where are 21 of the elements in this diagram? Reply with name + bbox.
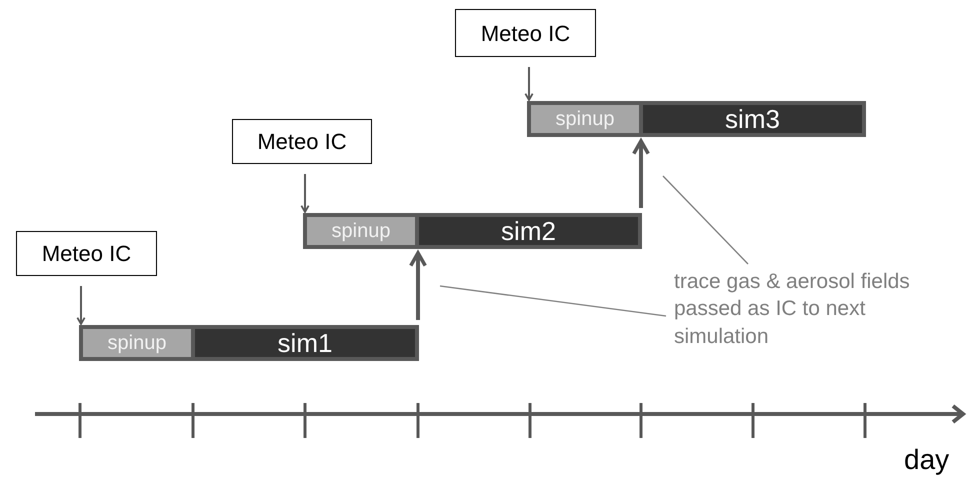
spinup-segment: spinup — [83, 329, 191, 357]
arrow — [409, 251, 427, 320]
simulation-segment: sim2 — [419, 217, 638, 245]
simulation-bar — [79, 325, 419, 361]
input-box: Meteo IC — [232, 119, 372, 164]
spinup-segment: spinup — [531, 105, 639, 133]
spinup-segment: spinup — [307, 217, 415, 245]
simulation-bar — [527, 101, 866, 137]
input-box: Meteo IC — [16, 231, 157, 276]
leader-line — [662, 176, 748, 264]
arrow — [300, 174, 310, 213]
simulation-bar — [303, 213, 642, 249]
arrow — [524, 67, 534, 101]
leader-line — [440, 285, 666, 317]
annotation-text: trace gas & aerosol fields passed as IC to next simulation — [674, 268, 910, 362]
simulation-segment: sim1 — [195, 329, 415, 357]
arrow — [76, 286, 86, 325]
arrow — [632, 139, 650, 208]
input-box: Meteo IC — [455, 9, 596, 57]
simulation-segment: sim3 — [643, 105, 862, 133]
axis-label: day — [904, 446, 950, 474]
